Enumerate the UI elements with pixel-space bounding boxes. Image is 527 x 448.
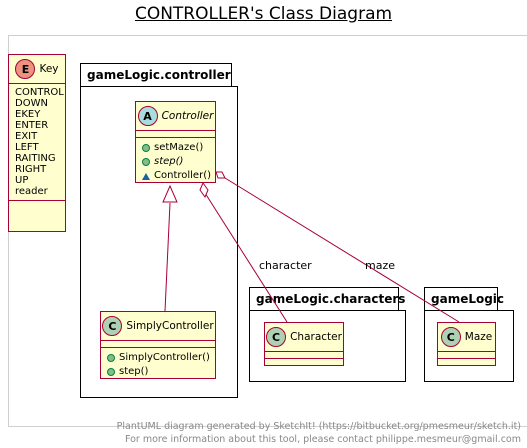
enum-literal: EXIT: [15, 131, 38, 142]
class-controller-name: Controller: [161, 110, 214, 122]
aggregation-character-diamond: [199, 181, 209, 199]
package-gamelogic-tab: gameLogic: [424, 287, 504, 311]
class-maze: C Maze: [437, 322, 496, 366]
public-visibility-icon: [142, 158, 150, 166]
public-visibility-icon: [142, 144, 150, 152]
aggregation-maze-diamond: [215, 171, 226, 179]
class-character-name: Character: [290, 331, 342, 343]
method-label: step(): [119, 366, 149, 377]
class-maze-methods: [438, 359, 495, 365]
enum-literal: RAITING: [15, 153, 56, 164]
aggregation-maze-line: [224, 177, 460, 323]
class-character-fields: [265, 352, 343, 359]
enum-literal: CONTROL: [15, 87, 64, 98]
method-label: step(): [154, 156, 184, 167]
abstract-icon: A: [137, 106, 158, 126]
enum-literal: RIGHT: [15, 164, 47, 175]
method-item: step(): [136, 155, 215, 169]
method-label: Controller(): [154, 170, 211, 181]
method-label: setMaze(): [154, 142, 204, 153]
class-controller: A Controller setMaze() step() Controller…: [135, 101, 216, 183]
class-simplycontroller-header: C SimplyController: [101, 312, 215, 341]
relation-label-maze: maze: [365, 259, 395, 272]
class-maze-fields: [438, 352, 495, 359]
enum-literal: reader: [15, 186, 48, 197]
class-simplycontroller: C SimplyController SimplyController() st…: [100, 311, 216, 379]
package-characters-tab: gameLogic.characters: [249, 287, 405, 311]
public-visibility-icon: [107, 368, 115, 376]
class-maze-header: C Maze: [438, 323, 495, 352]
enum-literal: UP: [15, 175, 29, 186]
package-controller-label: gameLogic.controller: [87, 68, 231, 82]
diagram-title: CONTROLLER's Class Diagram: [134, 4, 393, 24]
class-character-methods: [265, 359, 343, 365]
package-visibility-icon: [142, 172, 150, 180]
method-label: SimplyController(): [119, 352, 210, 363]
class-key: E Key CONTROL DOWN EKEY ENTER EXIT LEFT …: [8, 54, 66, 232]
package-gamelogic-label: gameLogic: [431, 292, 505, 306]
class-key-name: Key: [39, 63, 59, 75]
relation-label-character: character: [259, 259, 312, 272]
enum-literal: LEFT: [15, 142, 39, 153]
footer-line-2: For more information about this tool, pl…: [124, 434, 521, 445]
enum-literal: ENTER: [15, 120, 49, 131]
footer-line-1: PlantUML diagram generated by SketchIt! …: [116, 421, 521, 432]
method-item: Controller(): [136, 169, 215, 183]
class-controller-fields: [136, 131, 215, 138]
class-maze-name: Maze: [464, 331, 493, 343]
class-key-methods: [9, 201, 65, 207]
class-character: C Character: [264, 322, 344, 366]
class-simplycontroller-methods: SimplyController() step(): [101, 348, 215, 382]
method-item: setMaze(): [136, 141, 215, 155]
method-item: step(): [101, 365, 215, 379]
class-character-header: C Character: [265, 323, 343, 352]
enum-literal: EKEY: [15, 109, 41, 120]
class-icon: C: [440, 327, 461, 347]
package-characters-label: gameLogic.characters: [256, 292, 406, 306]
class-key-literals: CONTROL DOWN EKEY ENTER EXIT LEFT RAITIN…: [9, 84, 65, 201]
inheritance-arrowhead: [162, 184, 178, 203]
aggregation-character-line: [204, 192, 288, 323]
inheritance-line: [164, 202, 171, 312]
class-controller-methods: setMaze() step() Controller(): [136, 138, 215, 186]
enum-literal: DOWN: [15, 98, 48, 109]
class-controller-header: A Controller: [136, 102, 215, 131]
class-key-header: E Key: [9, 55, 65, 84]
class-simplycontroller-fields: [101, 341, 215, 348]
class-icon: C: [102, 316, 123, 336]
method-item: SimplyController(): [101, 351, 215, 365]
enum-icon: E: [15, 59, 36, 79]
package-controller-tab: gameLogic.controller: [80, 63, 232, 87]
class-icon: C: [266, 327, 287, 347]
class-simplycontroller-name: SimplyController: [126, 320, 214, 332]
public-visibility-icon: [107, 354, 115, 362]
